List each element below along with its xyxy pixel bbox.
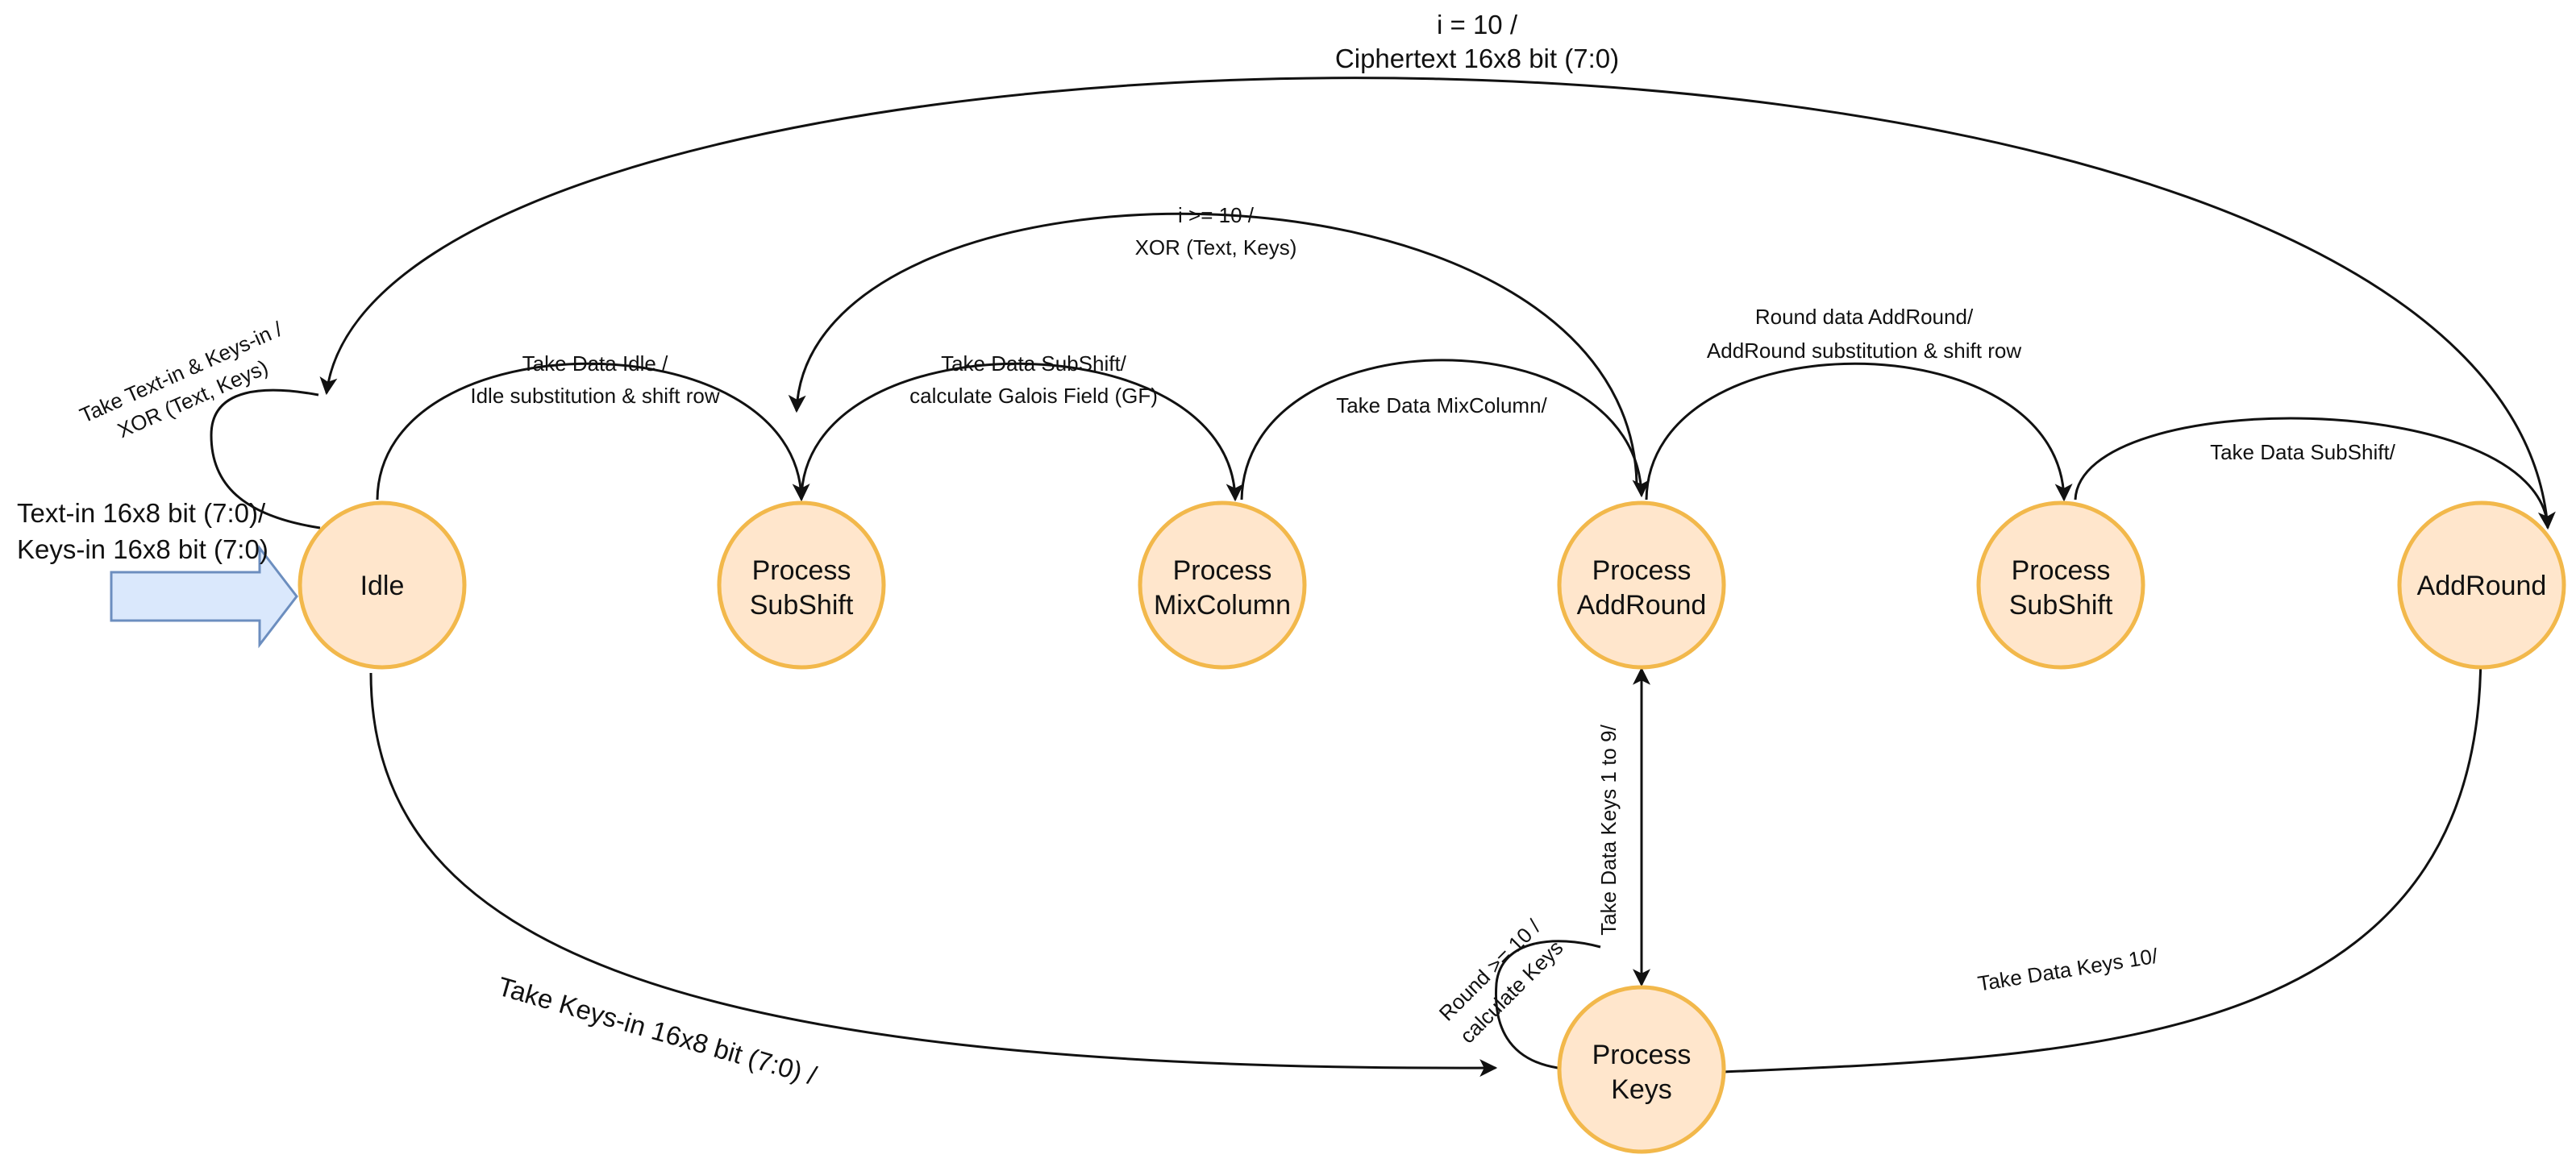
state-process-mixcolumn[interactable]: Process MixColumn (1138, 500, 1307, 670)
label-idle-to-subshift-action: Idle substitution & shift row (470, 384, 719, 408)
state-process-keys[interactable]: Process Keys (1557, 985, 1726, 1154)
state-process-mixcolumn-line1: Process (1173, 555, 1272, 586)
label-keys-to-final: Take Data Keys 10/ (1976, 944, 2160, 996)
state-process-addround-line1: Process (1592, 555, 1692, 586)
label-idle-to-keys: Take Keys-in 16x8 bit (7:0) / (494, 971, 820, 1091)
state-process-subshift-2-line1: Process (2012, 555, 2111, 586)
label-ciphertext-action: Ciphertext 16x8 bit (7:0) (1335, 44, 1619, 73)
edge-mixcolumn-to-addround (1240, 359, 1650, 500)
state-process-subshift-2-line2: SubShift (2009, 590, 2113, 621)
label-mixcolumn-to-addround: Take Data MixColumn/ (1336, 393, 1547, 417)
state-process-subshift-1-line2: SubShift (750, 590, 854, 621)
label-keys-to-addround: Take Data Keys 1 to 9/ (1596, 724, 1621, 935)
state-process-keys-line2: Keys (1611, 1074, 1672, 1105)
state-idle-label: Idle (360, 571, 405, 601)
label-subshift-to-mixcolumn-action: calculate Galois Field (GF) (909, 384, 1158, 408)
edge-addround-to-subshift (1645, 362, 2073, 502)
label-xor-round-cond: i >= 10 / (1178, 203, 1255, 227)
edge-subshift-to-mixcolumn (800, 362, 1244, 502)
edge-idle-to-keys (369, 672, 1498, 1078)
edge-keys-to-final (1723, 625, 2490, 1074)
label-idle-to-subshift-cond: Take Data Idle / (522, 351, 668, 376)
edge-idle-to-subshift (376, 362, 810, 502)
input-arrow (110, 544, 298, 649)
state-process-subshift-1[interactable]: Process SubShift (717, 500, 886, 670)
state-process-subshift-1-line1: Process (752, 555, 851, 586)
state-idle[interactable]: Idle (298, 500, 467, 670)
label-addround-to-subshift-action: AddRound substitution & shift row (1707, 338, 2021, 363)
state-addround[interactable]: AddRound (2397, 500, 2566, 670)
edge-xor-round (788, 212, 1638, 484)
label-xor-round-action: XOR (Text, Keys) (1135, 235, 1297, 260)
edge-keys-self-loop (1494, 940, 1601, 1069)
state-addround-label: AddRound (2417, 571, 2547, 601)
state-process-addround-line2: AddRound (1577, 590, 1707, 621)
label-addround-to-subshift-cond: Round data AddRound/ (1755, 305, 1974, 329)
state-process-subshift-2[interactable]: Process SubShift (1976, 500, 2145, 670)
edge-ciphertext (319, 77, 2549, 529)
state-process-mixcolumn-line2: MixColumn (1154, 590, 1291, 621)
edge-subshift-to-final (2074, 417, 2556, 530)
state-process-keys-line1: Process (1592, 1040, 1692, 1070)
edge-idle-self-loop (210, 388, 321, 530)
input-label-text: Text-in 16x8 bit (7:0)/ (17, 498, 266, 528)
input-label-keys: Keys-in 16x8 bit (7:0) (17, 534, 268, 564)
label-ciphertext-cond: i = 10 / (1437, 10, 1518, 39)
label-subshift-to-final: Take Data SubShift/ (2210, 440, 2396, 464)
state-process-addround[interactable]: Process AddRound (1557, 500, 1726, 670)
label-subshift-to-mixcolumn-cond: Take Data SubShift/ (941, 351, 1127, 376)
